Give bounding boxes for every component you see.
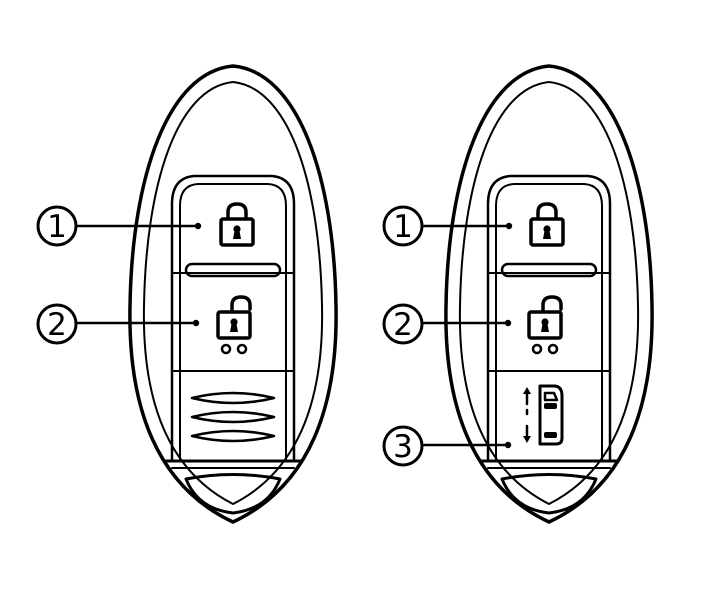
lock-icon bbox=[219, 202, 255, 247]
left-fob-grip-lines bbox=[190, 391, 276, 443]
callout-number: 1 bbox=[47, 209, 67, 245]
right-unlock-button[interactable] bbox=[527, 295, 563, 355]
left-callout-2: 2 bbox=[36, 303, 200, 345]
left-key-fob bbox=[128, 64, 338, 524]
right-lock-button[interactable] bbox=[529, 202, 565, 247]
right-callout-3: 3 bbox=[382, 425, 512, 467]
callout-number: 3 bbox=[393, 429, 413, 465]
sliding-door-icon bbox=[523, 384, 564, 446]
unlock-icon bbox=[216, 295, 252, 355]
right-callout-1: 1 bbox=[382, 205, 513, 247]
left-lock-button[interactable] bbox=[219, 202, 255, 247]
right-key-fob bbox=[444, 64, 654, 524]
left-unlock-button[interactable] bbox=[216, 295, 252, 355]
lock-icon bbox=[529, 202, 565, 247]
callout-number: 1 bbox=[393, 209, 413, 245]
unlock-icon bbox=[527, 295, 563, 355]
callout-number: 2 bbox=[47, 307, 67, 343]
right-callout-2: 2 bbox=[382, 303, 512, 345]
right-sliding-door-button[interactable] bbox=[523, 384, 564, 446]
callout-number: 2 bbox=[393, 307, 413, 343]
left-callout-1: 1 bbox=[36, 205, 202, 247]
